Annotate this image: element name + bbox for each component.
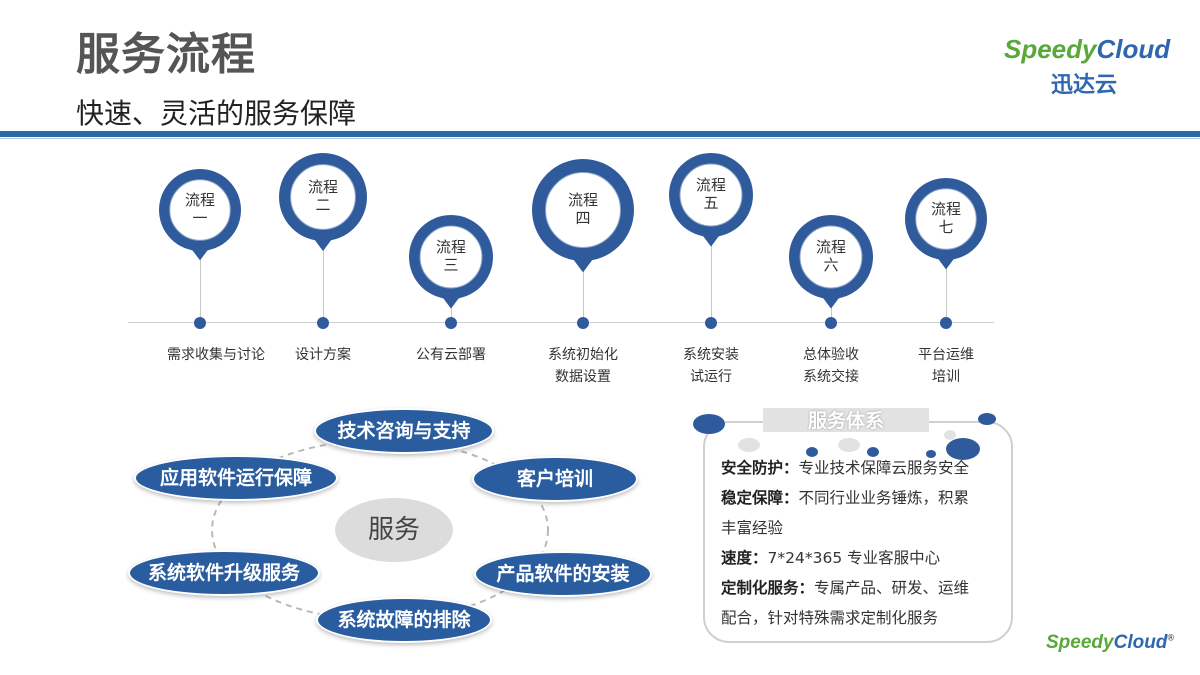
map-pin-icon [409, 215, 493, 309]
panel-bubble [838, 438, 860, 452]
panel-row-security: 安全防护：专业技术保障云服务安全 [721, 459, 970, 477]
step-pin-number: 六 [823, 256, 839, 274]
timeline-stem [583, 267, 584, 322]
step-pin-title: 流程 [815, 238, 846, 256]
panel-bubble [946, 438, 980, 460]
step-pin-title: 流程 [567, 191, 598, 209]
map-pin-icon [905, 178, 987, 270]
step-label-1: 需求收集与讨论 [167, 347, 265, 363]
service-troubleshoot: 系统故障的排除 [316, 597, 492, 643]
panel-row-stability: 稳定保障：不同行业业务锤炼，积累 [721, 489, 970, 507]
step-pin-1: 流程一 [158, 168, 242, 262]
page-subtitle: 快速、灵活的服务保障 [76, 97, 357, 130]
timeline-dot [825, 317, 837, 329]
step-pin-title: 流程 [930, 200, 961, 218]
service-tech-consult: 技术咨询与支持 [314, 408, 494, 454]
timeline-dot [940, 317, 952, 329]
footer-brand: SpeedyCloud® [1046, 632, 1175, 653]
step-label-2: 设计方案 [295, 347, 351, 363]
header-divider [0, 131, 1200, 137]
panel-title: 服务体系 [807, 410, 884, 432]
timeline-stem [200, 256, 201, 322]
step-pin-3: 流程三 [408, 214, 494, 310]
step-pin-5: 流程五 [668, 152, 754, 248]
step-pin-2: 流程二 [278, 152, 368, 253]
panel-row-custom-cont: 配合，针对特殊需求定制化服务 [721, 609, 939, 627]
step-label-5: 系统安装试运行 [683, 347, 739, 385]
step-label-6: 总体验收系统交接 [803, 347, 859, 385]
brand-en-speedy: Speedy [1004, 34, 1097, 64]
timeline-dot [194, 317, 206, 329]
service-app-support: 应用软件运行保障 [134, 455, 338, 501]
services-center: 服务 [335, 498, 453, 562]
timeline-stem [946, 265, 947, 322]
panel-bubble [926, 450, 936, 458]
panel-title-bg [763, 408, 929, 432]
service-install: 产品软件的安装 [474, 551, 652, 597]
timeline-stem [323, 246, 324, 322]
map-pin-icon [669, 153, 753, 247]
timeline-stem [451, 304, 452, 322]
step-pin-title: 流程 [435, 238, 466, 256]
timeline-stem [711, 242, 712, 322]
timeline-dot [705, 317, 717, 329]
step-pin-7: 流程七 [904, 177, 988, 271]
service-training: 客户培训 [472, 456, 638, 502]
service-upgrade: 系统软件升级服务 [128, 550, 320, 596]
map-pin-icon [159, 169, 241, 261]
page-title: 服务流程 [76, 29, 256, 80]
step-pin-6: 流程六 [788, 214, 874, 310]
step-pin-number: 五 [703, 194, 719, 212]
map-pin-icon [279, 153, 367, 251]
step-pin-number: 四 [575, 209, 591, 227]
panel-bubble [944, 430, 956, 440]
step-pin-title: 流程 [184, 191, 215, 209]
panel-bubble [867, 447, 879, 457]
header-divider-thin [0, 138, 1200, 139]
timeline-dot [445, 317, 457, 329]
step-pin-title: 流程 [307, 178, 338, 196]
panel-row-speed: 速度：7*24*365 专业客服中心 [721, 549, 941, 567]
map-pin-icon [532, 159, 634, 273]
step-label-7: 平台运维培训 [918, 347, 974, 385]
step-pin-number: 二 [315, 196, 331, 214]
step-label-4: 系统初始化数据设置 [548, 347, 618, 385]
timeline-axis [128, 322, 994, 323]
timeline-stem [831, 304, 832, 322]
step-pin-number: 三 [443, 256, 459, 274]
panel-bubble [738, 438, 760, 452]
map-pin-icon [789, 215, 873, 309]
panel-row-stability-cont: 丰富经验 [721, 519, 784, 537]
panel-bubble [978, 413, 996, 425]
brand-en-cloud: Cloud [1096, 34, 1171, 64]
brand-logo: SpeedyCloud 迅达云 [1004, 34, 1170, 99]
panel-row-custom: 定制化服务：专属产品、研发、运维 [721, 579, 970, 597]
panel-bubble [806, 447, 818, 457]
step-pin-number: 七 [938, 218, 954, 236]
timeline-dot [317, 317, 329, 329]
brand-cn: 迅达云 [1050, 73, 1117, 98]
panel-bubble [693, 414, 725, 434]
step-pin-title: 流程 [695, 176, 726, 194]
timeline-dot [577, 317, 589, 329]
step-label-3: 公有云部署 [416, 347, 486, 363]
step-pin-4: 流程四 [531, 158, 635, 274]
step-pin-number: 一 [192, 209, 208, 227]
